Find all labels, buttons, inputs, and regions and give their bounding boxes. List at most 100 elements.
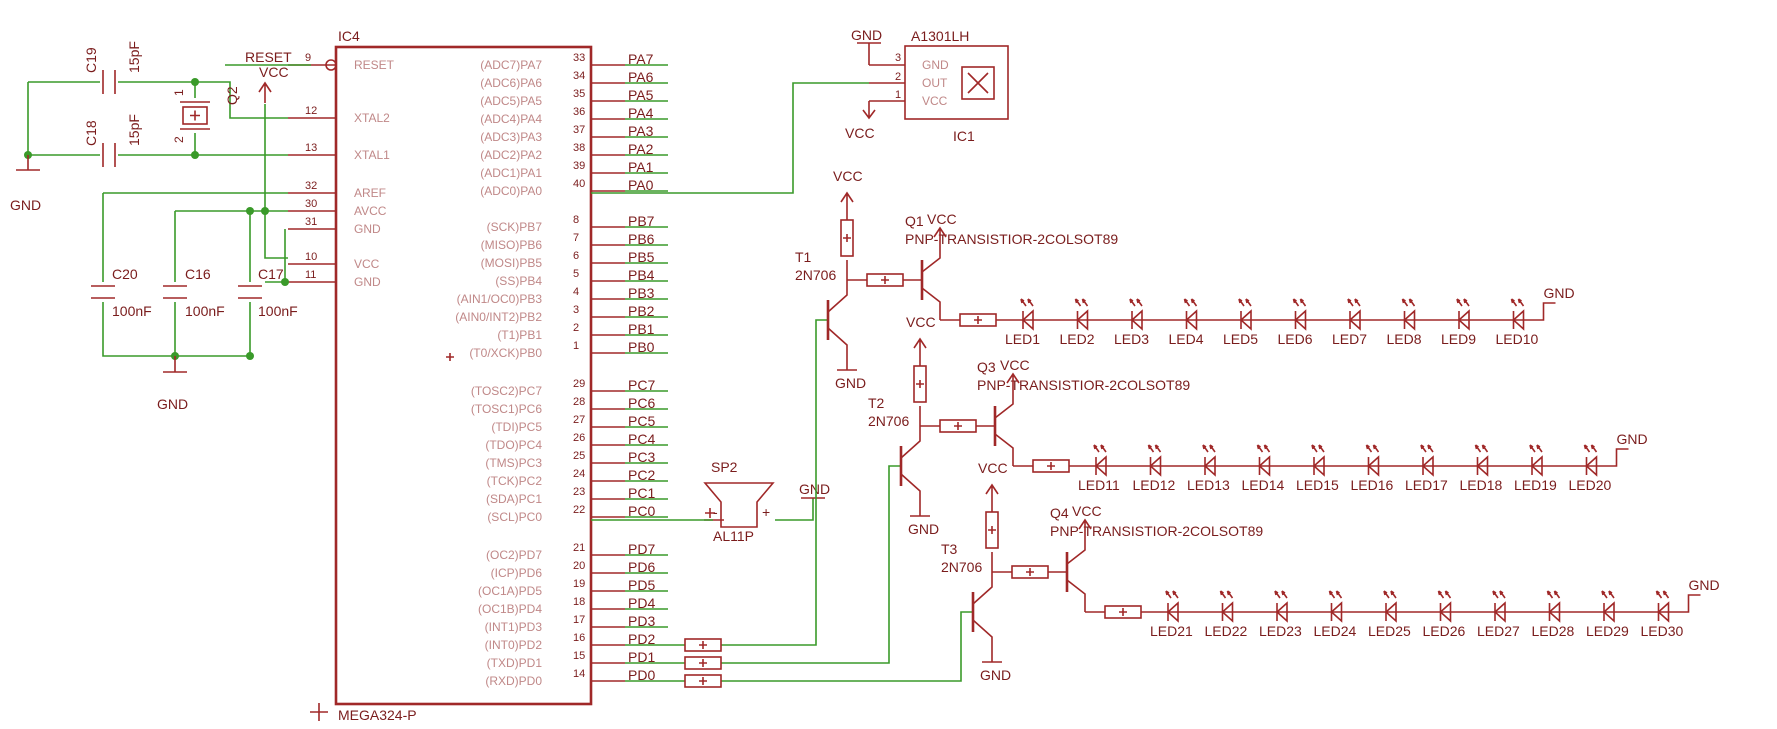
gnd-label: GND xyxy=(835,375,866,391)
pin-number: 3 xyxy=(573,304,579,316)
led: LED22 xyxy=(1205,590,1248,639)
gnd-label: GND xyxy=(1617,431,1648,447)
net-label: PD0 xyxy=(628,667,655,683)
c18-wire xyxy=(27,82,288,156)
led-name: LED10 xyxy=(1496,331,1539,347)
led-name: LED4 xyxy=(1169,331,1204,347)
gnd-label: GND xyxy=(10,197,41,213)
ic1-pin-num: 3 xyxy=(895,52,901,64)
led: LED16 xyxy=(1351,444,1394,493)
resistor-plus-icon xyxy=(988,526,996,534)
speaker-value: AL11P xyxy=(713,528,754,544)
led-light-arrows-icon xyxy=(1219,590,1234,599)
origin-cross-icon xyxy=(310,703,328,721)
pin-number: 27 xyxy=(573,414,585,426)
led: LED26 xyxy=(1423,590,1466,639)
pin-number: 19 xyxy=(573,578,585,590)
pin-number: 37 xyxy=(573,124,585,136)
base-resistor xyxy=(684,638,722,652)
net-label: PA4 xyxy=(628,105,654,121)
led-light-arrows-icon xyxy=(1347,298,1361,307)
net-label: PC0 xyxy=(628,503,655,519)
net-label: PB4 xyxy=(628,267,655,283)
led-driver-stages: T1 2N706 Q1 PNP-TRANSISTIOR-2COLSOT89 GN… xyxy=(668,168,1720,688)
led-name: LED1 xyxy=(1005,331,1040,347)
led: LED24 xyxy=(1314,590,1357,639)
pin-number: 22 xyxy=(573,504,585,516)
led: LED20 xyxy=(1569,444,1612,493)
ic1-box xyxy=(961,66,995,100)
reset-inverter-bubble-icon xyxy=(325,59,337,71)
pin-number: 7 xyxy=(573,232,579,244)
resistor-plus-icon xyxy=(954,422,962,430)
pin-name: GND xyxy=(354,222,381,236)
pin-name: (INT0)PD2 xyxy=(485,638,543,652)
led-triangle-icon xyxy=(1493,601,1506,623)
led-triangle-icon xyxy=(1021,309,1034,331)
net-label: PC7 xyxy=(628,377,655,393)
gnd-label: GND xyxy=(1544,285,1575,301)
pin-name: (SS)PB4 xyxy=(495,274,542,288)
led-name: LED28 xyxy=(1532,623,1575,639)
npn-value: 2N706 xyxy=(795,267,836,283)
pin-name: (OC1A)PD5 xyxy=(478,584,542,598)
led-light-arrows-icon xyxy=(1456,298,1470,307)
led: LED3 xyxy=(1114,298,1149,347)
c20-name: C20 xyxy=(112,266,138,282)
led-light-arrows-icon xyxy=(1492,590,1506,599)
pin-name: (ADC7)PA7 xyxy=(480,58,542,72)
led-light-arrows-icon xyxy=(1546,590,1561,599)
led-name: LED9 xyxy=(1441,331,1476,347)
led-chain-wire xyxy=(996,302,1556,321)
led-name: LED27 xyxy=(1477,623,1520,639)
pin-name: (TOSC2)PC7 xyxy=(471,384,542,398)
net-label: PA3 xyxy=(628,123,654,139)
vcc-arrow-icon xyxy=(913,337,927,366)
led: LED18 xyxy=(1460,444,1503,493)
pin-name: (ADC1)PA1 xyxy=(480,166,542,180)
led-triangle-icon xyxy=(1384,601,1397,623)
led: LED30 xyxy=(1641,590,1684,639)
vcc-arrow-icon xyxy=(1006,372,1020,390)
net-label: PD1 xyxy=(628,649,655,665)
reset-net-label: RESET xyxy=(245,49,292,65)
pin-name: (ADC5)PA5 xyxy=(480,94,542,108)
led-name: LED18 xyxy=(1460,477,1503,493)
pin-number: 5 xyxy=(573,268,579,280)
pin-number: 31 xyxy=(305,216,317,228)
led-light-arrows-icon xyxy=(1074,298,1089,307)
pin-name: RESET xyxy=(354,58,395,72)
c17-name: C17 xyxy=(258,266,284,282)
pin-number: 1 xyxy=(573,340,579,352)
ic4-name: IC4 xyxy=(338,28,360,44)
led-name: LED23 xyxy=(1259,623,1302,639)
led-light-arrows-icon xyxy=(1365,444,1380,453)
resistor-plus-icon xyxy=(1047,462,1055,470)
led-name: LED30 xyxy=(1641,623,1684,639)
led-triangle-icon xyxy=(1367,455,1380,477)
net-label: PD2 xyxy=(628,631,655,647)
pin-number: 16 xyxy=(573,632,585,644)
gnd-label: GND xyxy=(908,521,939,537)
pin-name: (T1)PB1 xyxy=(497,328,542,342)
gnd-symbol-icon xyxy=(16,155,40,171)
junction-dot xyxy=(191,78,199,86)
pin-number: 2 xyxy=(573,322,579,334)
led-triangle-icon xyxy=(1403,309,1416,331)
vcc-label: VCC xyxy=(906,314,936,330)
net-label: PA6 xyxy=(628,69,654,85)
pin-number: 13 xyxy=(305,142,317,154)
led-triangle-icon xyxy=(1602,601,1615,623)
net-label: PB7 xyxy=(628,213,655,229)
led-light-arrows-icon xyxy=(1202,444,1216,453)
gnd-label: GND xyxy=(851,27,882,43)
pin-number: 40 xyxy=(573,178,585,190)
resistor-plus-icon xyxy=(699,659,707,667)
led: LED6 xyxy=(1278,298,1313,347)
ic1-pin-out: OUT xyxy=(922,76,948,90)
pin-number: 8 xyxy=(573,214,579,226)
ic1-pin-vcc: VCC xyxy=(922,94,948,108)
plus-icon xyxy=(446,353,454,361)
